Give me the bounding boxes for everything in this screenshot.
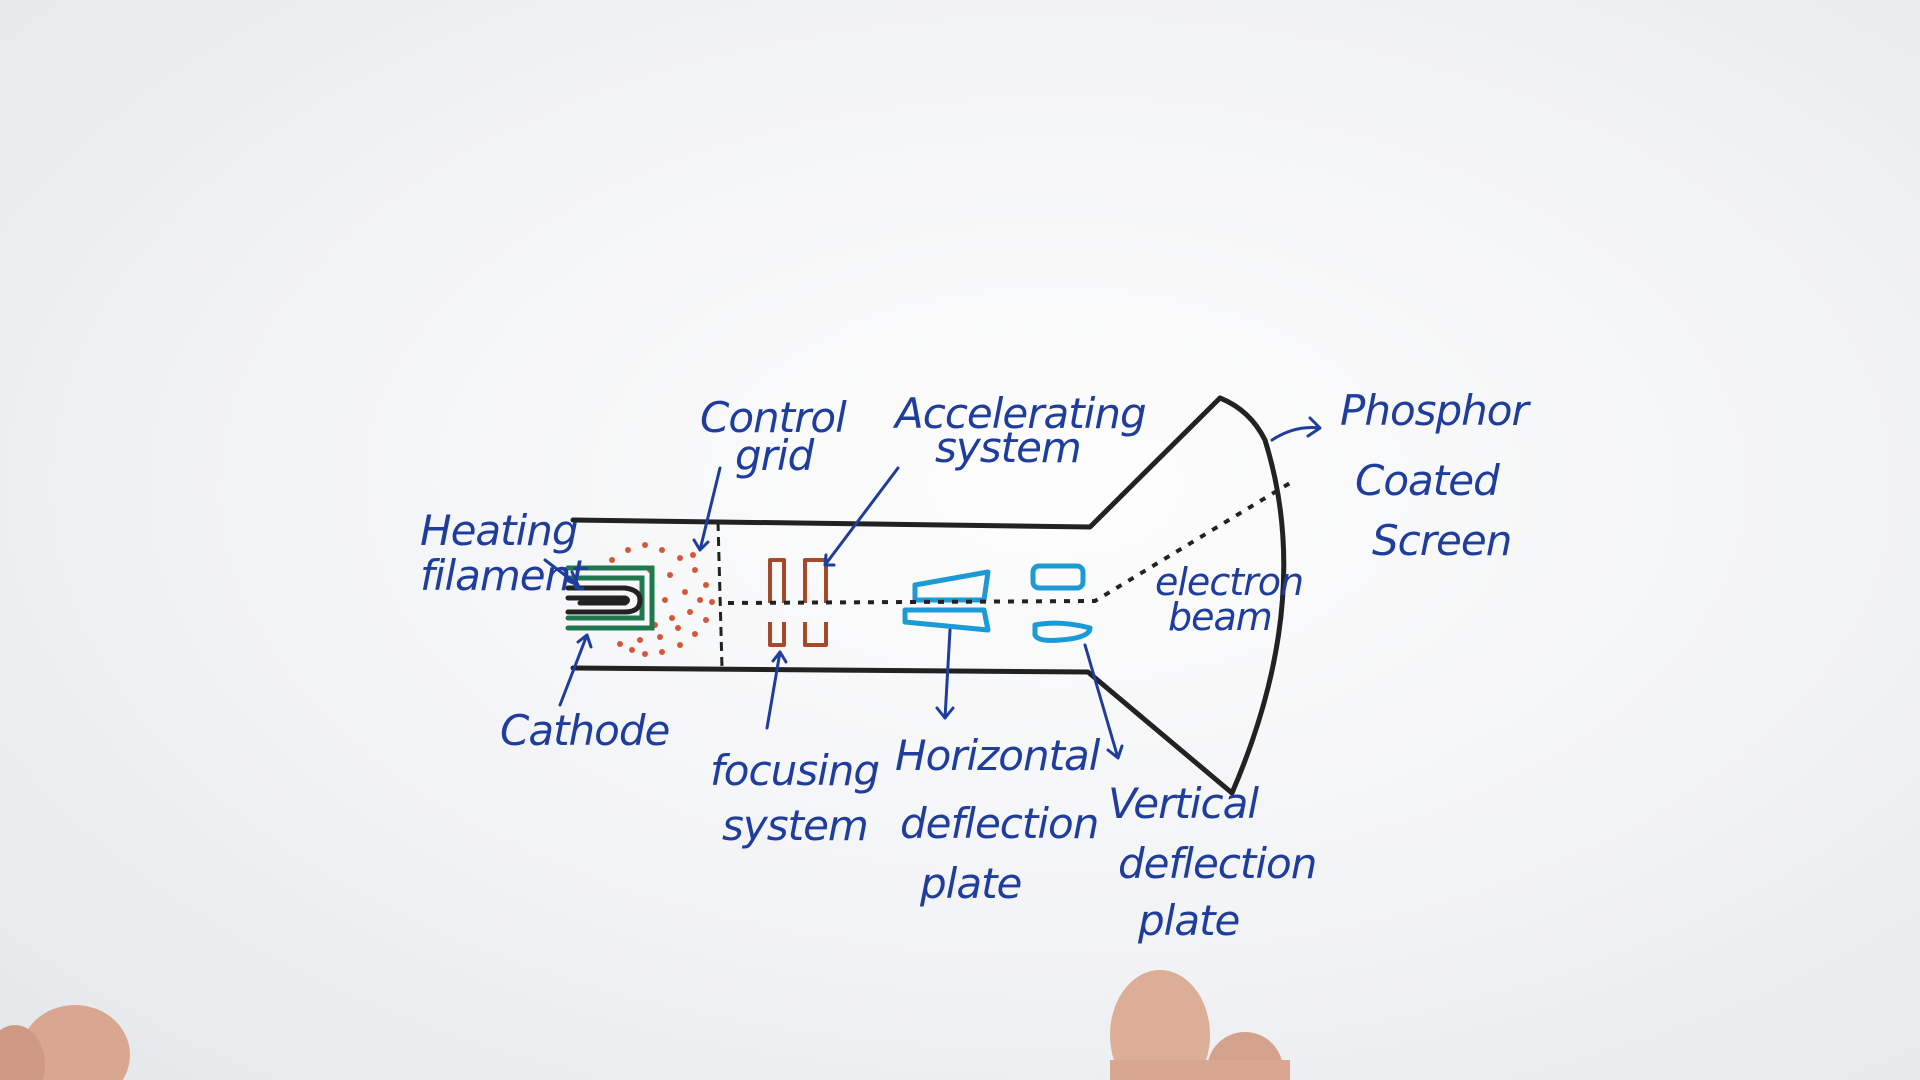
heating-filament-shape (565, 585, 643, 615)
crt-tube-outline (570, 395, 1287, 796)
label-phosphor-coated-screen: Phosphor Coated Screen (1340, 386, 1540, 565)
arrow-cathode (558, 633, 593, 707)
label-accelerating-system: Accelerating system (892, 389, 1158, 472)
label-heating-filament: Heating filament (420, 506, 590, 600)
focusing-system-plates (768, 558, 828, 647)
arrow-control-grid (692, 466, 722, 552)
phosphor-screen (1217, 395, 1287, 796)
control-grid-line (716, 521, 724, 669)
arrow-phosphor-screen (1270, 416, 1322, 442)
label-focusing-system: focusing system (710, 746, 891, 850)
vertical-deflection-plates (1030, 563, 1093, 643)
arrow-focusing-system (765, 650, 788, 730)
arrow-horizontal-deflection (935, 628, 955, 720)
tube-neck-top (570, 395, 1223, 530)
electron-beam-path (727, 481, 1292, 605)
label-control-grid: Control grid (700, 393, 858, 480)
arrow-vertical-deflection (1083, 643, 1124, 760)
arrow-heating-filament (543, 558, 580, 587)
label-vertical-deflection-plate: Vertical deflection plate (1108, 779, 1329, 945)
label-horizontal-deflection-plate: Horizontal deflection plate (895, 731, 1112, 908)
presenter-fingers (0, 970, 1290, 1080)
horizontal-deflection-plates (902, 569, 991, 633)
leader-lines (543, 416, 1322, 760)
tube-neck-bottom (570, 665, 1235, 796)
arrow-accelerating-system (823, 466, 900, 567)
label-cathode: Cathode (500, 706, 669, 755)
label-electron-beam: electron beam (1155, 560, 1314, 639)
